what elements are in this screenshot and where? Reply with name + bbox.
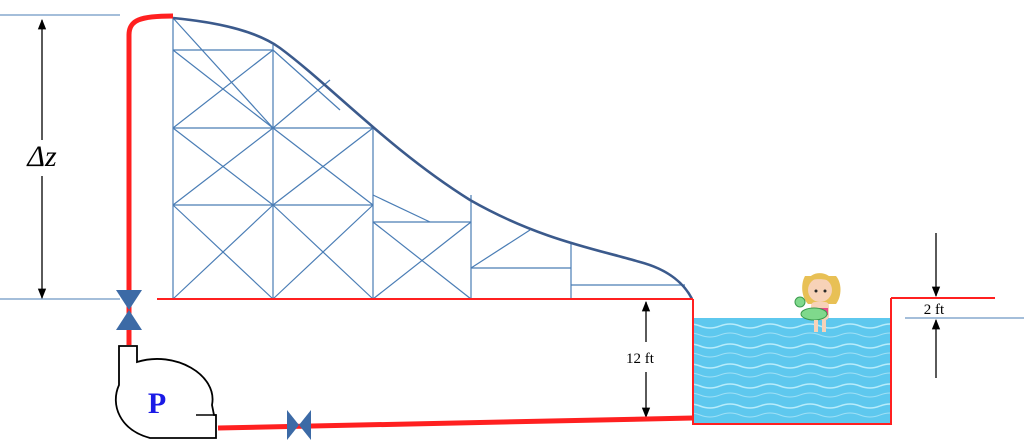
pool-water — [693, 318, 891, 424]
vertical-supply-pipe — [126, 13, 174, 345]
pump-label: P — [148, 387, 166, 420]
height-12ft-label: 12 ft — [626, 351, 655, 367]
delta-z-label: Δz — [26, 140, 57, 173]
lower-valve-icon[interactable] — [287, 410, 311, 440]
pool-walls — [692, 298, 892, 425]
height-2ft-dimension: 2 ft — [924, 233, 945, 378]
height-2ft-label: 2 ft — [924, 302, 945, 318]
height-12ft-dimension: 12 ft — [626, 300, 655, 419]
upper-valve-icon[interactable] — [116, 290, 142, 330]
swimmer-icon — [794, 273, 841, 332]
slide-support-structure — [172, 17, 685, 300]
pump-icon[interactable]: P — [114, 345, 217, 439]
slide-surface — [172, 16, 694, 300]
delta-z-dimension: Δz — [26, 18, 57, 300]
